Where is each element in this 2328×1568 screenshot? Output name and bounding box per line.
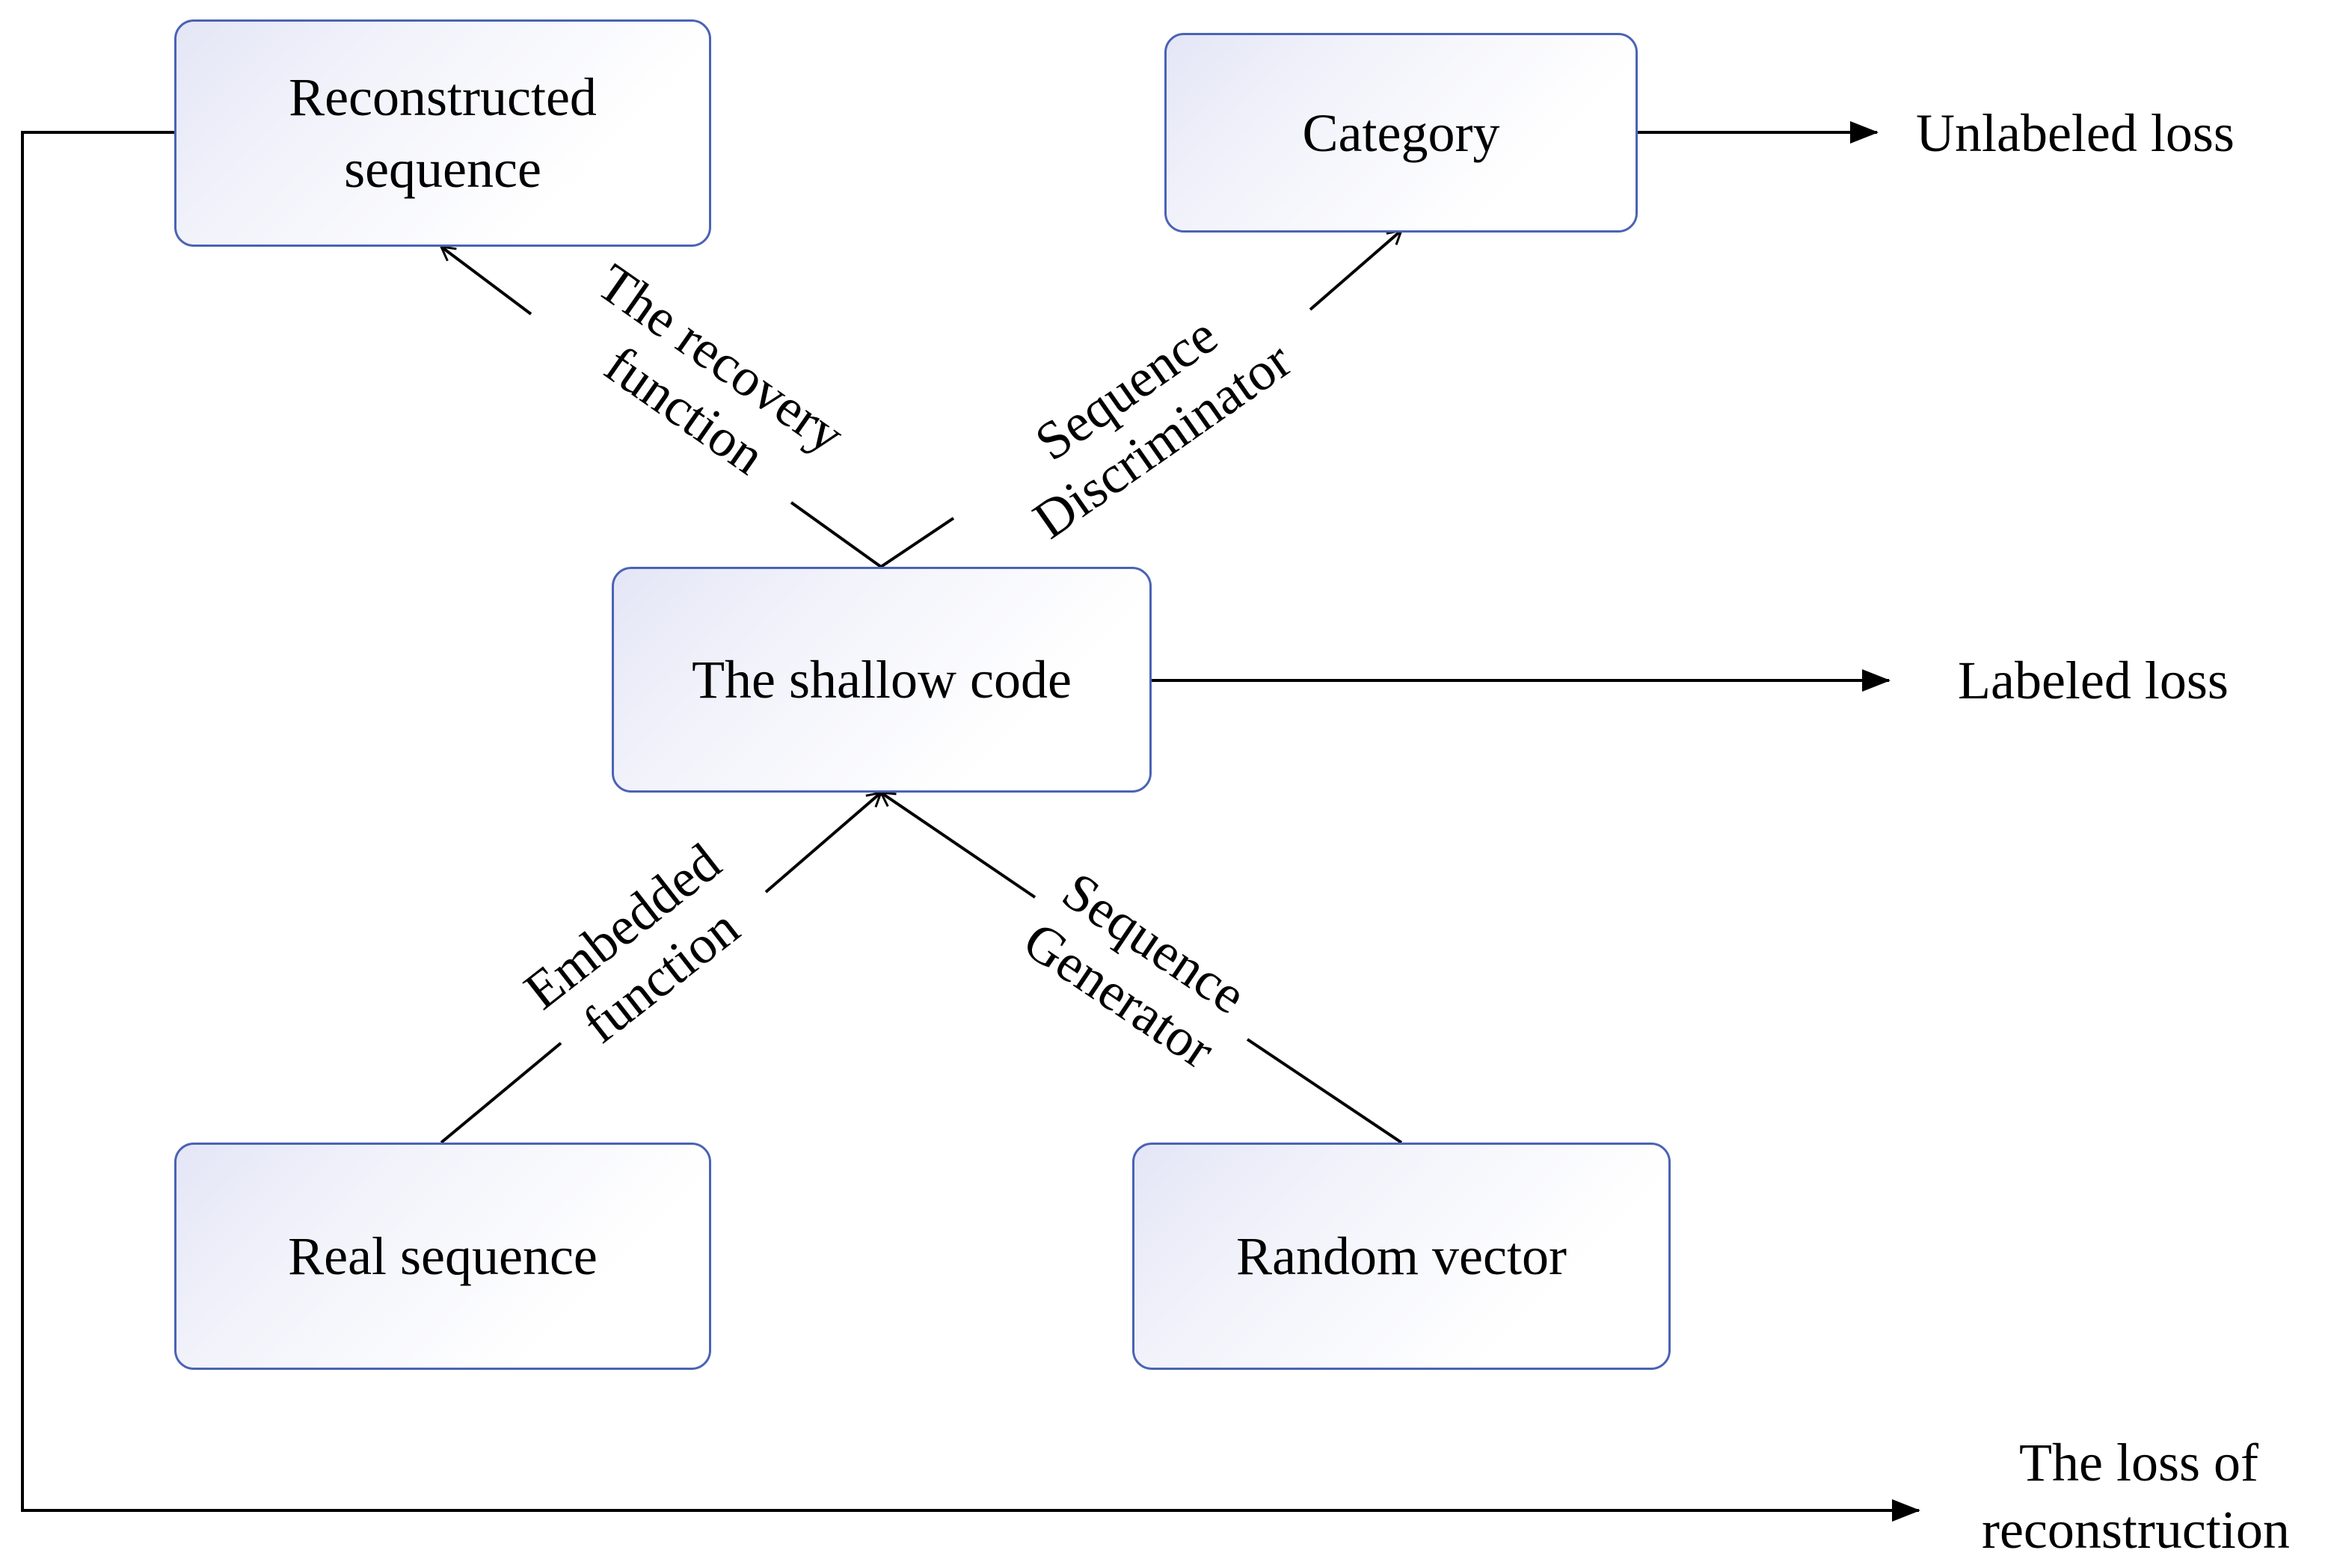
discriminator-connector-lower	[879, 517, 955, 568]
unlabeled-loss-label: Unlabeled loss	[1916, 103, 2235, 163]
random-vector-box: Random vector	[1132, 1143, 1671, 1370]
category-box: Category	[1164, 33, 1638, 233]
recovery-arrow	[439, 245, 532, 316]
reconstruction-loss-arrow	[21, 131, 1920, 1522]
embedded-arrow	[764, 790, 883, 894]
reconstruction-loss-label-line1: The loss of	[2019, 1433, 2258, 1492]
shallow-code-box: The shallow code	[612, 567, 1152, 793]
labeled-loss-label: Labeled loss	[1958, 651, 2229, 710]
embedded-connector-lower	[440, 1042, 562, 1144]
reconstruction-loss-label-line2: reconstruction	[1982, 1500, 2290, 1560]
recovery-connector-lower	[790, 501, 882, 568]
reconstructed-sequence-box: Reconstructed sequence	[174, 19, 711, 247]
real-sequence-box: Real sequence	[174, 1143, 711, 1370]
discriminator-arrow	[1309, 228, 1404, 311]
generator-connector-lower	[1246, 1038, 1403, 1144]
generator-arrow	[879, 791, 1036, 899]
